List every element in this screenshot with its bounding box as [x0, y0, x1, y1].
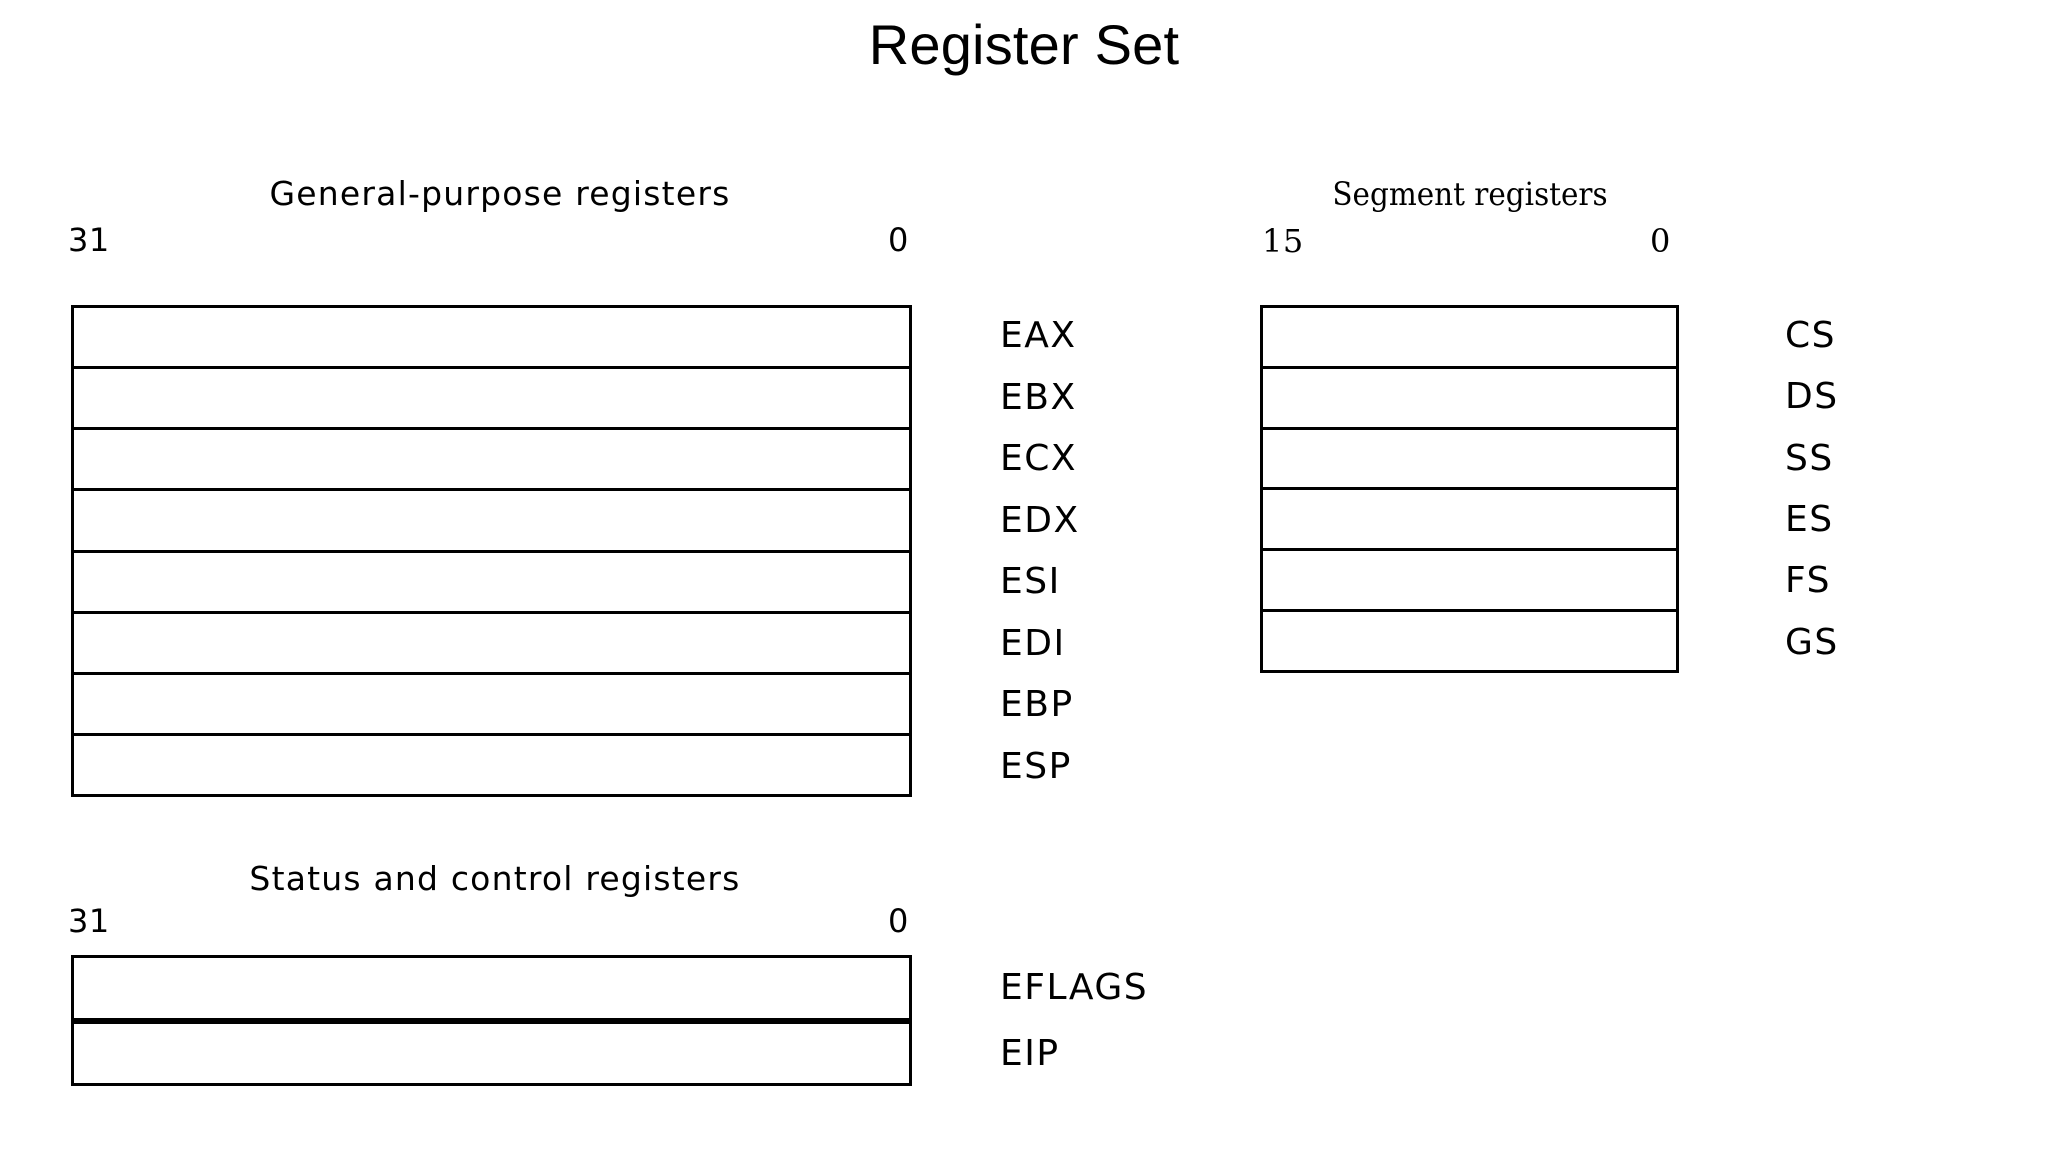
segment-registers-heading: Segment registers	[1332, 175, 1608, 213]
segment-bit-low-label: 0	[1650, 222, 1671, 260]
register-cell[interactable]	[74, 552, 909, 614]
general-purpose-register-labels: EAX EBX ECX EDX ESI EDI EBP ESP	[1000, 305, 1260, 797]
register-cell[interactable]	[74, 958, 909, 1024]
status-control-register-labels: EFLAGS EIP	[1000, 955, 1300, 1086]
general-purpose-bit-high-label: 31	[68, 221, 110, 259]
status-control-bit-low-label: 0	[888, 902, 909, 940]
register-cell[interactable]	[74, 491, 909, 553]
register-cell[interactable]	[1263, 612, 1676, 670]
register-cell[interactable]	[74, 430, 909, 492]
segment-register-table	[1260, 305, 1679, 673]
register-label-es: ES	[1785, 499, 1834, 541]
register-label-gs: GS	[1785, 621, 1839, 663]
register-cell[interactable]	[1263, 429, 1676, 491]
register-label-ds: DS	[1785, 376, 1839, 418]
register-label-eflags: EFLAGS	[1000, 967, 1149, 1008]
status-control-bit-high-label: 31	[68, 902, 110, 940]
register-label-esp: ESP	[1000, 745, 1072, 787]
register-cell[interactable]	[1263, 490, 1676, 552]
register-label-eip: EIP	[1000, 1032, 1060, 1074]
segment-register-labels: CS DS SS ES FS GS	[1785, 305, 1985, 673]
general-purpose-bit-low-label: 0	[888, 221, 909, 259]
register-label-ecx: ECX	[1000, 438, 1078, 480]
status-control-register-table	[71, 955, 912, 1086]
register-label-cs: CS	[1785, 315, 1836, 357]
segment-bit-high-label: 15	[1262, 222, 1304, 260]
register-label-ebp: EBP	[1000, 684, 1074, 726]
register-cell[interactable]	[1263, 308, 1676, 369]
register-cell[interactable]	[74, 1023, 909, 1083]
register-cell[interactable]	[74, 674, 909, 736]
general-purpose-register-table	[71, 305, 912, 797]
register-cell[interactable]	[74, 308, 909, 370]
register-label-edi: EDI	[1000, 622, 1066, 664]
register-label-ebx: EBX	[1000, 376, 1077, 418]
register-cell[interactable]	[1263, 368, 1676, 430]
status-control-heading: Status and control registers	[249, 859, 741, 898]
register-cell[interactable]	[74, 369, 909, 431]
register-label-esi: ESI	[1000, 561, 1061, 603]
page-title: Register Set	[868, 13, 1180, 76]
general-purpose-heading: General-purpose registers	[269, 174, 731, 213]
register-label-edx: EDX	[1000, 499, 1080, 541]
register-cell[interactable]	[1263, 551, 1676, 613]
register-cell[interactable]	[74, 735, 909, 794]
register-label-eax: EAX	[1000, 315, 1077, 357]
register-cell[interactable]	[74, 613, 909, 675]
register-label-ss: SS	[1785, 437, 1834, 479]
register-label-fs: FS	[1785, 560, 1831, 602]
